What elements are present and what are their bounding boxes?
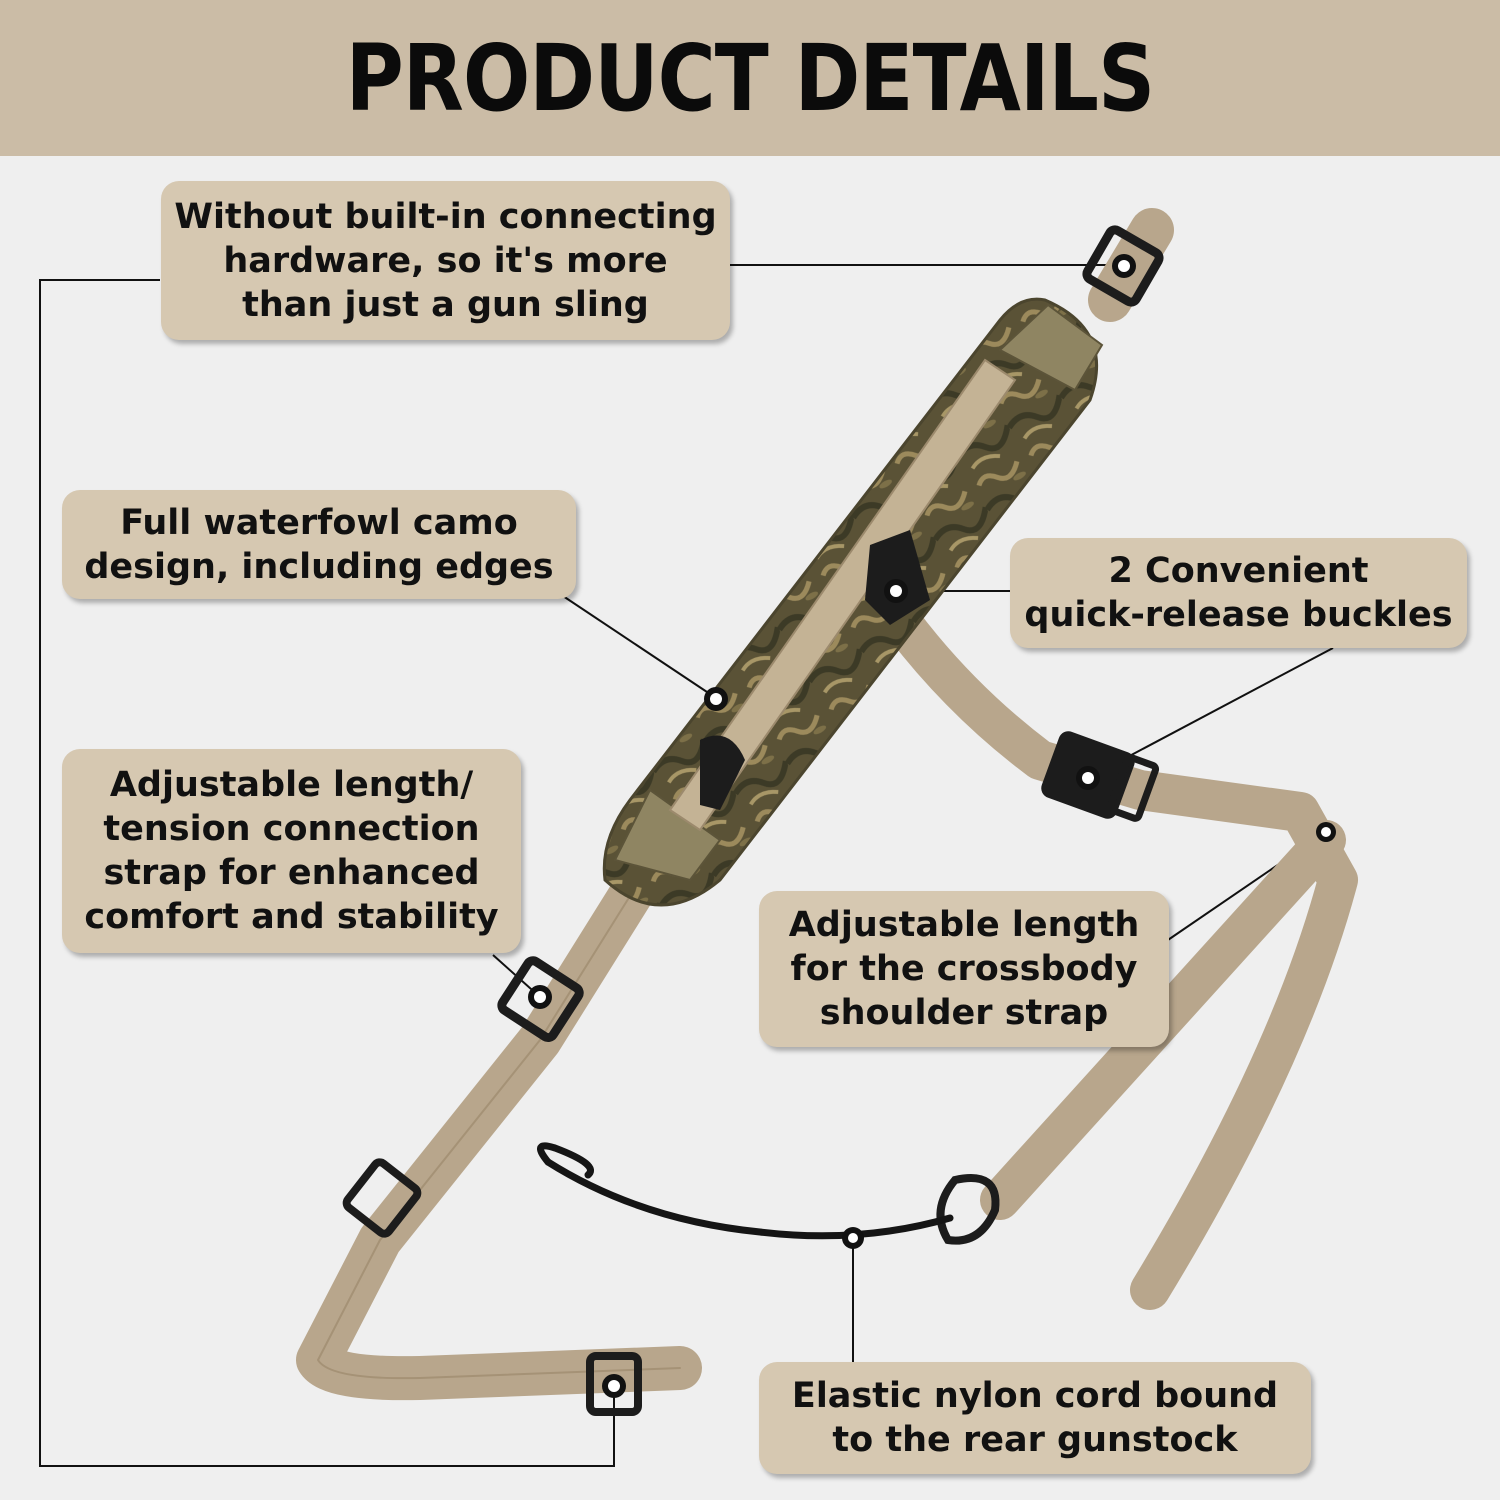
leader-line-camo <box>562 595 717 699</box>
callout-camo: Full waterfowl camo design, including ed… <box>62 490 576 599</box>
elastic-cord <box>537 1142 954 1240</box>
page-title: PRODUCT DETAILS <box>345 24 1155 132</box>
sling-webbing <box>296 208 1358 1401</box>
header-banner: PRODUCT DETAILS <box>0 0 1500 156</box>
callout-cord: Elastic nylon cord bound to the rear gun… <box>759 1362 1311 1474</box>
callout-buckles: 2 Convenient quick-release buckles <box>1010 538 1467 648</box>
target-markers <box>528 254 1336 1398</box>
marker-buckle-lower <box>1076 766 1100 790</box>
marker-rear <box>602 1374 626 1398</box>
marker-hardware <box>1112 254 1136 278</box>
marker-cord <box>842 1227 864 1249</box>
callout-tension: Adjustable length/ tension connection st… <box>62 749 521 953</box>
callout-crossbody: Adjustable length for the crossbody shou… <box>759 891 1169 1047</box>
marker-buckle-upper <box>884 579 908 603</box>
marker-crossbody <box>1316 822 1336 842</box>
leader-line-hardware <box>39 279 615 1467</box>
callout-hardware: Without built-in connecting hardware, so… <box>161 181 730 340</box>
marker-tension <box>528 985 552 1009</box>
marker-camo <box>704 687 728 711</box>
